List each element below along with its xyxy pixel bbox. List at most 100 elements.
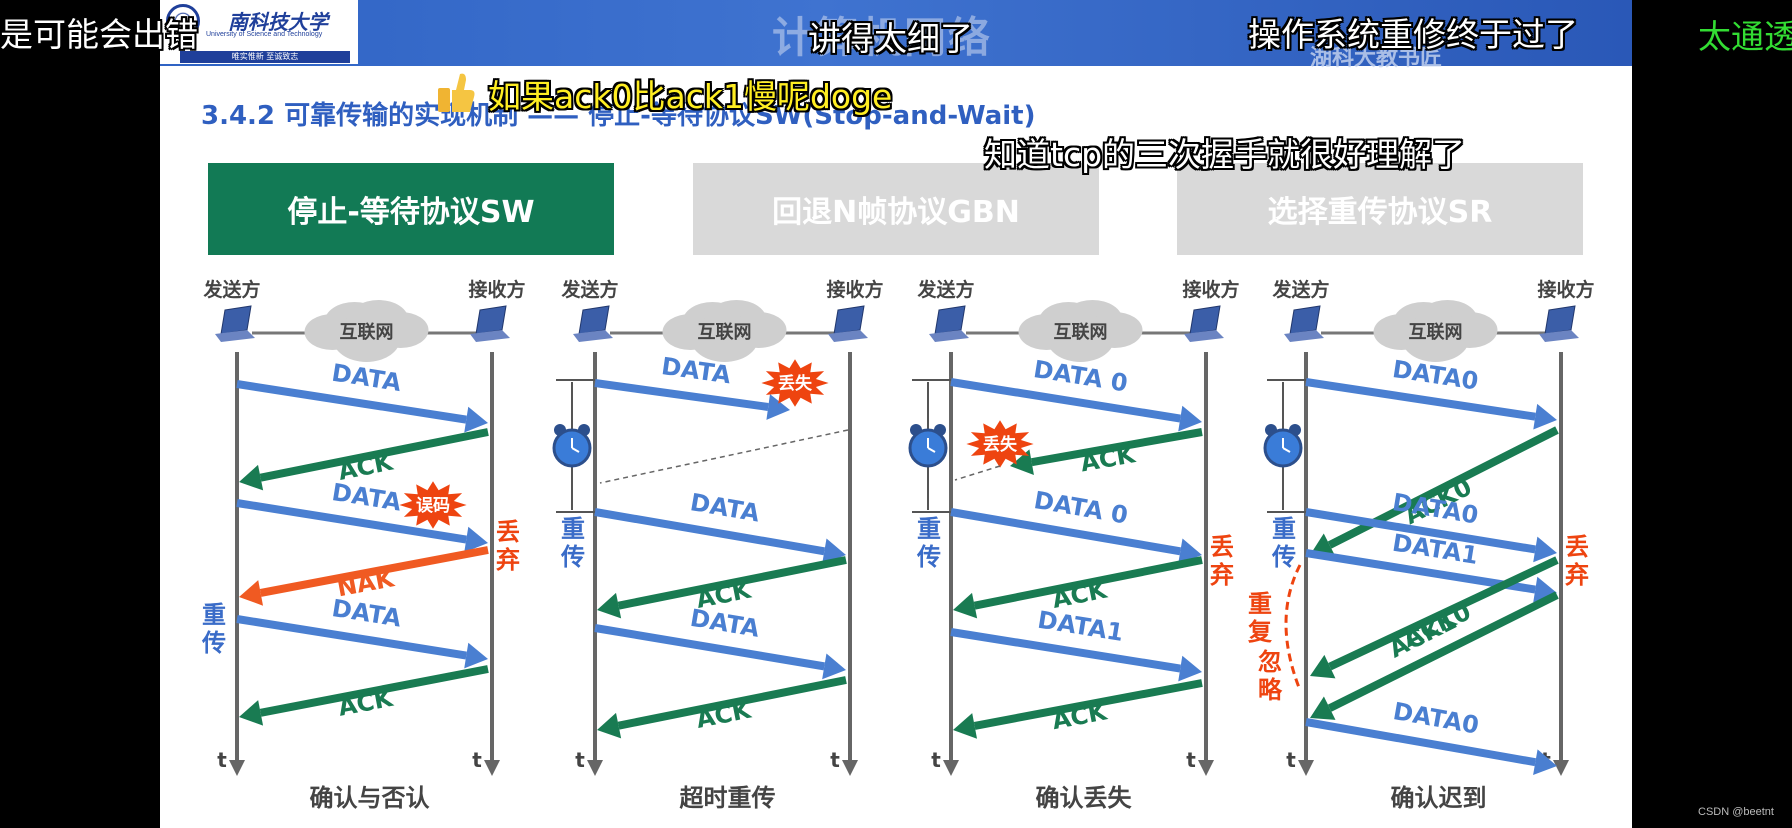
ack-arrow-shaft — [617, 676, 847, 730]
arrow-label: DATA — [688, 488, 762, 527]
ack-arrow-shaft — [617, 556, 847, 610]
school-seal-icon — [166, 4, 200, 38]
timeline-arrowhead — [1198, 760, 1214, 776]
danmaku-comment: 是可能会出错 — [0, 15, 198, 54]
dashed-timeout-line — [954, 465, 1001, 481]
network-label: 互联网 — [1409, 322, 1463, 343]
header-watermark: 计算机网络 — [772, 13, 993, 62]
arrow-label: ACK — [1078, 440, 1138, 477]
arrow-label: DATA — [330, 359, 404, 397]
data-arrow-shaft — [1305, 549, 1536, 594]
timeline-arrowhead — [229, 760, 245, 776]
ack-arrow-shaft — [1030, 428, 1203, 467]
data-arrow-shaft — [594, 508, 825, 556]
arrow-label: ACK1 — [1385, 607, 1461, 664]
ack-arrow-shaft — [1327, 591, 1559, 712]
laptop-base — [573, 330, 613, 342]
data-arrow-head — [822, 653, 846, 680]
data-arrow-head — [1533, 749, 1557, 776]
nak-arrow — [239, 546, 489, 606]
receiver-label: 接收方 — [1182, 278, 1239, 301]
ack-arrow-shaft — [259, 428, 489, 482]
data-arrow-head — [1533, 576, 1557, 603]
laptop-icon — [1284, 305, 1324, 342]
slide-header-band — [160, 0, 1632, 66]
data-arrow-head — [464, 406, 488, 433]
data-arrow-shaft — [1305, 508, 1536, 554]
error-burst-icon — [761, 359, 829, 407]
sender-label: 发送方 — [560, 278, 618, 301]
internet-cloud-icon — [1373, 300, 1498, 362]
arrow-label: DATA — [688, 604, 762, 643]
dashed-timeout-line — [599, 429, 849, 484]
arrow-label: DATA 0 — [1032, 486, 1130, 530]
laptop-base — [828, 330, 868, 342]
sender-label: 发送方 — [916, 278, 974, 301]
cloud-puff — [1046, 314, 1115, 362]
discard-label: 丢弃 — [496, 518, 520, 574]
arrow-label: DATA0 — [1391, 355, 1481, 396]
ack-arrow-head — [597, 592, 622, 619]
data-arrow-shaft — [236, 380, 467, 424]
burst-label: 丢失 — [983, 434, 1018, 455]
timeline-arrowhead — [484, 760, 500, 776]
receiver-label: 接收方 — [826, 278, 883, 301]
data-arrow-shaft — [950, 628, 1181, 673]
data-arrow-head — [1178, 538, 1202, 565]
data-arrow — [950, 628, 1202, 682]
tab-stop-and-wait[interactable]: 停止-等待协议SW — [208, 163, 614, 255]
time-axis-label: t — [217, 748, 227, 772]
time-axis-label: t — [472, 748, 482, 772]
laptop-screen — [833, 305, 865, 335]
network-label: 互联网 — [698, 322, 752, 343]
laptop-screen — [1189, 305, 1221, 335]
laptop-icon — [1184, 305, 1224, 342]
clock-hand — [1282, 447, 1291, 453]
retransmit-label: 重传 — [916, 515, 941, 571]
ack-arrow — [953, 556, 1203, 619]
data-arrow-shaft — [594, 379, 769, 411]
ack-arrow-head — [953, 713, 978, 739]
panel-caption: 确认与否认 — [310, 784, 430, 812]
sender-label: 发送方 — [1271, 278, 1329, 301]
ack-arrow-head — [239, 464, 264, 491]
network-label: 互联网 — [1054, 322, 1108, 343]
laptop-base — [215, 330, 255, 342]
thumbs-up-icon — [438, 73, 475, 112]
arrow-label: DATA — [330, 594, 404, 633]
arrow-label: DATA — [330, 478, 404, 517]
data-arrow-head — [766, 394, 790, 420]
error-burst-icon — [966, 420, 1034, 468]
data-arrow-shaft — [950, 508, 1181, 556]
data-arrow — [950, 378, 1202, 432]
data-arrow — [950, 508, 1202, 565]
data-arrow-shaft — [594, 624, 825, 671]
ack-arrow — [239, 665, 489, 726]
data-arrow — [1305, 718, 1557, 776]
data-arrow — [236, 615, 488, 669]
burst-label: 丢失 — [778, 373, 813, 394]
internet-cloud-icon — [662, 300, 787, 362]
laptop-icon — [828, 305, 868, 342]
duplicate-ignore-curve — [1284, 564, 1302, 691]
panel-caption: 超时重传 — [680, 784, 776, 812]
discard-label: 丢弃 — [1210, 533, 1234, 589]
data-arrow — [594, 379, 790, 420]
data-arrow-head — [1178, 655, 1202, 682]
ack-arrow-head — [1310, 696, 1336, 720]
nak-arrow-shaft — [259, 546, 489, 597]
thumb-cuff — [438, 88, 450, 112]
laptop-base — [1539, 330, 1579, 342]
tab-selective-repeat[interactable]: 选择重传协议SR — [1177, 163, 1583, 255]
data-arrow — [1305, 549, 1557, 603]
data-arrow — [236, 499, 488, 553]
school-name-en: University of Science and Technology — [206, 31, 323, 38]
laptop-base — [470, 330, 510, 342]
ack-arrow-head — [953, 592, 978, 619]
timeline-arrowhead — [587, 760, 603, 776]
laptop-screen — [220, 305, 252, 335]
sender-label: 发送方 — [202, 278, 260, 301]
tab-go-back-n[interactable]: 回退N帧协议GBN — [693, 163, 1099, 255]
burst-label: 误码 — [416, 496, 450, 516]
